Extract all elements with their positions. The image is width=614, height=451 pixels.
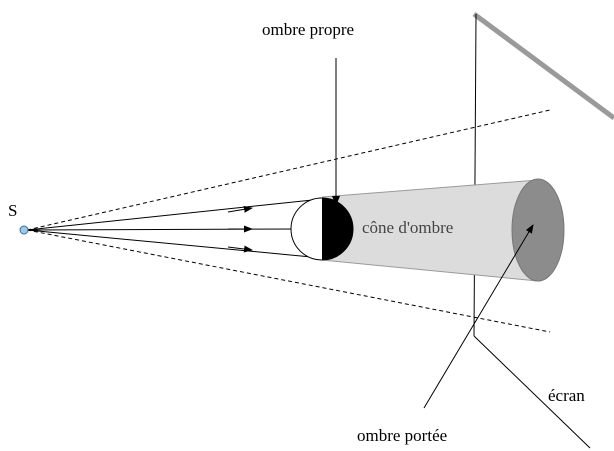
- screen-left-edge: [474, 14, 476, 336]
- screen-top-edge: [474, 14, 614, 118]
- ray-middle: [27, 229, 300, 230]
- shadow-cone-label: cône d'ombre: [362, 218, 453, 237]
- opaque-sphere: [291, 198, 353, 260]
- cast-shadow-label: ombre portée: [357, 426, 447, 445]
- cast-shadow-disk: [512, 179, 564, 281]
- self-shadow-label: ombre propre: [262, 20, 354, 39]
- source-label: S: [8, 201, 17, 220]
- screen-label: écran: [548, 386, 585, 405]
- ray-bottom: [27, 230, 322, 258]
- ray-top: [27, 199, 322, 230]
- point-source: [20, 226, 28, 234]
